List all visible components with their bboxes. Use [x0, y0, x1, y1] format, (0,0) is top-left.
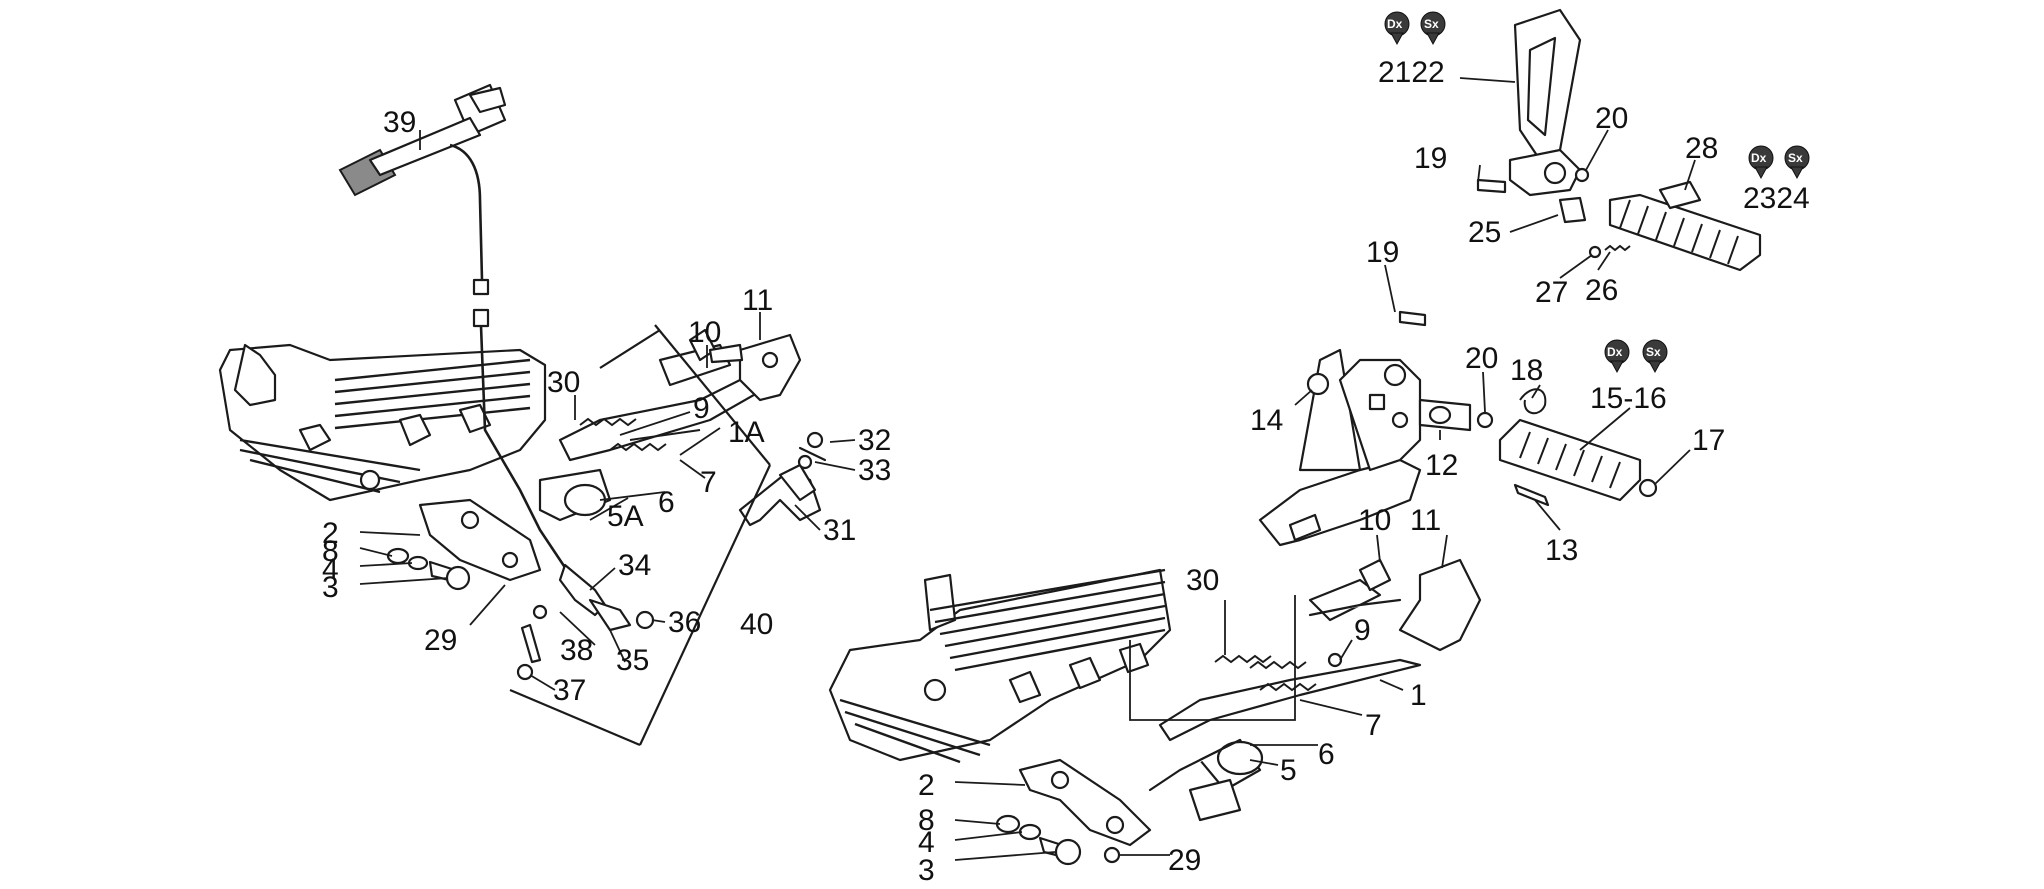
left-bracket — [418, 498, 542, 582]
callout-left-39: 39 — [383, 106, 416, 139]
badge-sx-label: Sx — [1646, 345, 1661, 359]
badge-group-2324: Dx Sx — [1748, 145, 1810, 180]
callout-right-10: 10 — [1358, 504, 1391, 537]
callout-left-31: 31 — [823, 514, 856, 547]
badge-dx-label: Dx — [1607, 345, 1623, 359]
callout-left-29: 29 — [424, 624, 457, 657]
callout-left-36: 36 — [668, 606, 701, 639]
callout-right-2122: 2122 — [1378, 56, 1445, 89]
right-footpeg-lower — [1498, 388, 1658, 507]
callout-right-17: 17 — [1692, 424, 1725, 457]
callout-left-10: 10 — [688, 316, 721, 349]
callout-right-25: 25 — [1468, 216, 1501, 249]
badge-dx-label: Dx — [1387, 17, 1403, 31]
callout-right-4: 4 — [918, 826, 935, 859]
left-engine-block — [218, 343, 547, 502]
badge-group-2122: Dx Sx — [1384, 11, 1446, 46]
callout-right-14: 14 — [1250, 404, 1283, 437]
callout-left-32: 32 — [858, 424, 891, 457]
callout-right-30: 30 — [1186, 564, 1219, 597]
callout-right-2324: 2324 — [1743, 182, 1810, 215]
badge-sx-1516: Sx — [1642, 339, 1668, 374]
callout-left-33: 33 — [858, 454, 891, 487]
callout-right-3: 3 — [918, 854, 935, 887]
callout-left-40: 40 — [740, 608, 773, 641]
callout-right-7: 7 — [1365, 709, 1382, 742]
right-bracket — [995, 758, 1152, 866]
callout-left-7: 7 — [700, 466, 717, 499]
callout-left-2: 2 — [322, 517, 339, 550]
left-linkage-rod — [516, 563, 655, 681]
badge-group-1516: Dx Sx — [1604, 339, 1668, 374]
callout-left-38: 38 — [560, 634, 593, 667]
callout-right-19a: 19 — [1414, 142, 1447, 175]
right-callouts: 2122 20 19 28 2324 25 27 26 19 20 18 15-… — [918, 56, 1810, 887]
badge-dx-2324: Dx — [1748, 145, 1774, 180]
left-leaders — [359, 130, 856, 691]
callout-right-28: 28 — [1685, 132, 1718, 165]
callout-right-20b: 20 — [1465, 342, 1498, 375]
callout-right-1516: 15-16 — [1590, 382, 1667, 415]
callout-left-5A: 5A — [607, 500, 644, 533]
badge-dx-1516: Dx — [1604, 339, 1630, 374]
callout-right-29: 29 — [1168, 844, 1201, 877]
callout-right-19b: 19 — [1366, 236, 1399, 269]
badge-dx-label: Dx — [1751, 151, 1767, 165]
callout-right-6: 6 — [1318, 738, 1335, 771]
right-footrest-bracket — [1258, 310, 1494, 547]
badge-dx-2122: Dx — [1384, 11, 1410, 46]
callout-right-9: 9 — [1354, 614, 1371, 647]
right-engine-block — [828, 568, 1172, 764]
callout-left-35: 35 — [616, 644, 649, 677]
callout-right-12: 12 — [1425, 449, 1458, 482]
callout-right-8: 8 — [918, 804, 935, 837]
callout-left-30: 30 — [547, 366, 580, 399]
left-springs — [579, 417, 701, 452]
callout-left-6: 6 — [658, 486, 675, 519]
callout-left-1A: 1A — [728, 416, 765, 449]
left-gear-lever — [538, 328, 802, 522]
badge-sx-2324: Sx — [1784, 145, 1810, 180]
callout-left-3: 3 — [322, 571, 339, 604]
callout-left-11: 11 — [742, 284, 773, 317]
callout-right-1: 1 — [1410, 679, 1427, 712]
badge-sx-2122: Sx — [1420, 11, 1446, 46]
callout-left-34: 34 — [618, 549, 651, 582]
callout-right-11: 11 — [1410, 504, 1441, 537]
callout-left-9: 9 — [693, 392, 710, 425]
callout-right-2: 2 — [918, 769, 935, 802]
callout-right-26: 26 — [1585, 274, 1618, 307]
callout-left-8: 8 — [322, 535, 339, 568]
left-callouts: 39 10 11 30 9 1A 32 33 7 6 5A 31 2 8 4 3… — [322, 106, 891, 707]
right-leaders — [954, 77, 1696, 861]
callout-right-13: 13 — [1545, 534, 1578, 567]
wiring-connector — [338, 83, 582, 591]
callout-right-27: 27 — [1535, 276, 1568, 309]
badge-sx-label: Sx — [1424, 17, 1439, 31]
callout-right-5: 5 — [1280, 754, 1297, 787]
right-gear-lever — [1148, 558, 1482, 822]
left-kit-frame — [509, 324, 771, 747]
callout-left-4: 4 — [322, 553, 339, 586]
callout-left-37: 37 — [553, 674, 586, 707]
badge-sx-label: Sx — [1788, 151, 1803, 165]
callout-right-18: 18 — [1510, 354, 1543, 387]
callout-right-20a: 20 — [1595, 102, 1628, 135]
right-upper-footrest — [1476, 8, 1762, 272]
